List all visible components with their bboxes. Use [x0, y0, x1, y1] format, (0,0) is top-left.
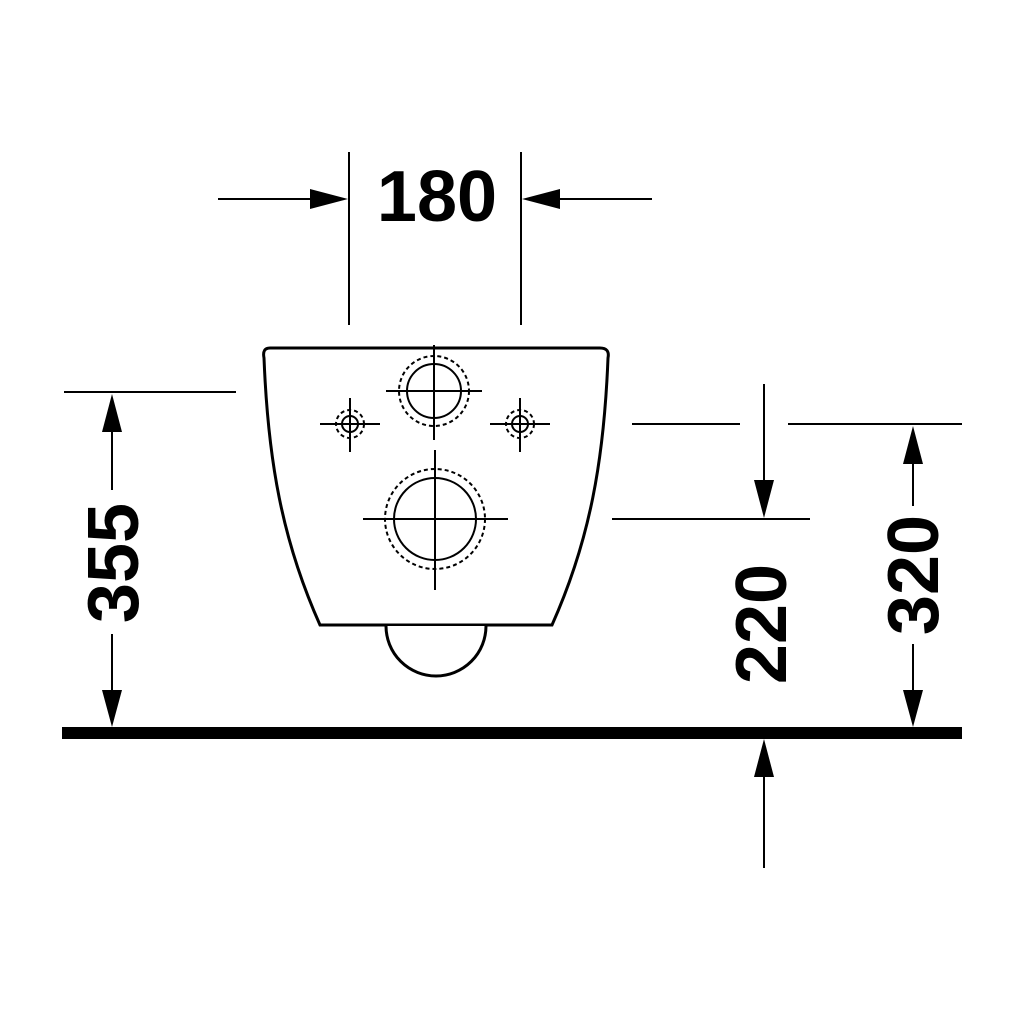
arrow-right-icon	[310, 189, 348, 209]
arrow-up-icon	[754, 739, 774, 777]
dimension-label-355: 355	[74, 503, 154, 623]
dimension-label-180: 180	[377, 157, 497, 237]
fixing-hole-left-icon	[320, 398, 380, 452]
toilet-bowl-front-view	[262, 345, 610, 678]
water-inlet-icon	[386, 345, 482, 440]
dimension-label-220: 220	[722, 564, 802, 684]
dimension-height-220: 220	[612, 384, 810, 868]
arrow-up-icon	[903, 426, 923, 464]
arrow-up-icon	[102, 394, 122, 432]
dimension-width-180: 180	[218, 152, 652, 325]
dimension-height-320: 320	[632, 423, 962, 727]
arrow-left-icon	[522, 189, 560, 209]
fixing-hole-right-icon	[490, 398, 550, 452]
arrow-down-icon	[102, 690, 122, 727]
waste-outlet-icon	[363, 450, 508, 590]
dimension-label-320: 320	[874, 515, 954, 635]
arrow-down-icon	[903, 690, 923, 727]
arrow-down-icon	[754, 480, 774, 518]
bowl-base	[384, 625, 488, 678]
dimension-height-355: 355	[64, 391, 236, 727]
